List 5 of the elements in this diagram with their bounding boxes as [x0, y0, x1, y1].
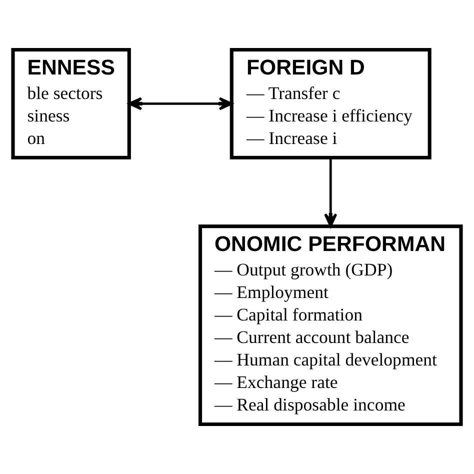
node-box: FOREIGN D — Transfer c — Increase i efficiency — Increase i [230, 48, 432, 160]
node-box: ONOMIC PERFORMAN — Output growth (GDP) — Employment — Capital formation — Current account balance — Human capital development — Exchange rate — Real disposable income [198, 224, 463, 426]
node-box: ENNESS ble sectors siness on [11, 48, 131, 160]
arrow [128, 97, 233, 110]
arrow [324, 158, 338, 228]
